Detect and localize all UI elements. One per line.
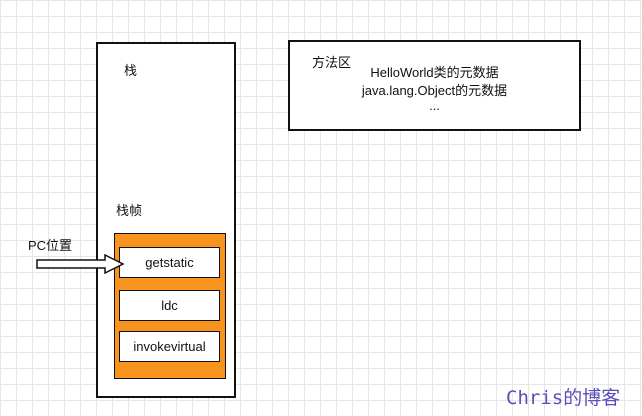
method-area-line: HelloWorld类的元数据 [370,65,499,80]
method-area-box [288,40,581,131]
watermark: Chris的博客 [506,387,621,409]
method-area-line: java.lang.Object的元数据 [361,83,508,98]
instruction-invokevirtual: invokevirtual [119,331,220,362]
instruction-getstatic: getstatic [119,247,220,278]
pc-arrow-icon [36,254,125,274]
stack-label: 栈 [124,63,138,78]
method-area-label: 方法区 [312,55,352,70]
pc-position-label: PC位置 [28,238,73,253]
instruction-ldc: ldc [119,290,220,321]
method-area-line: ... [429,98,440,113]
stack-frame-label: 栈帧 [116,203,143,218]
